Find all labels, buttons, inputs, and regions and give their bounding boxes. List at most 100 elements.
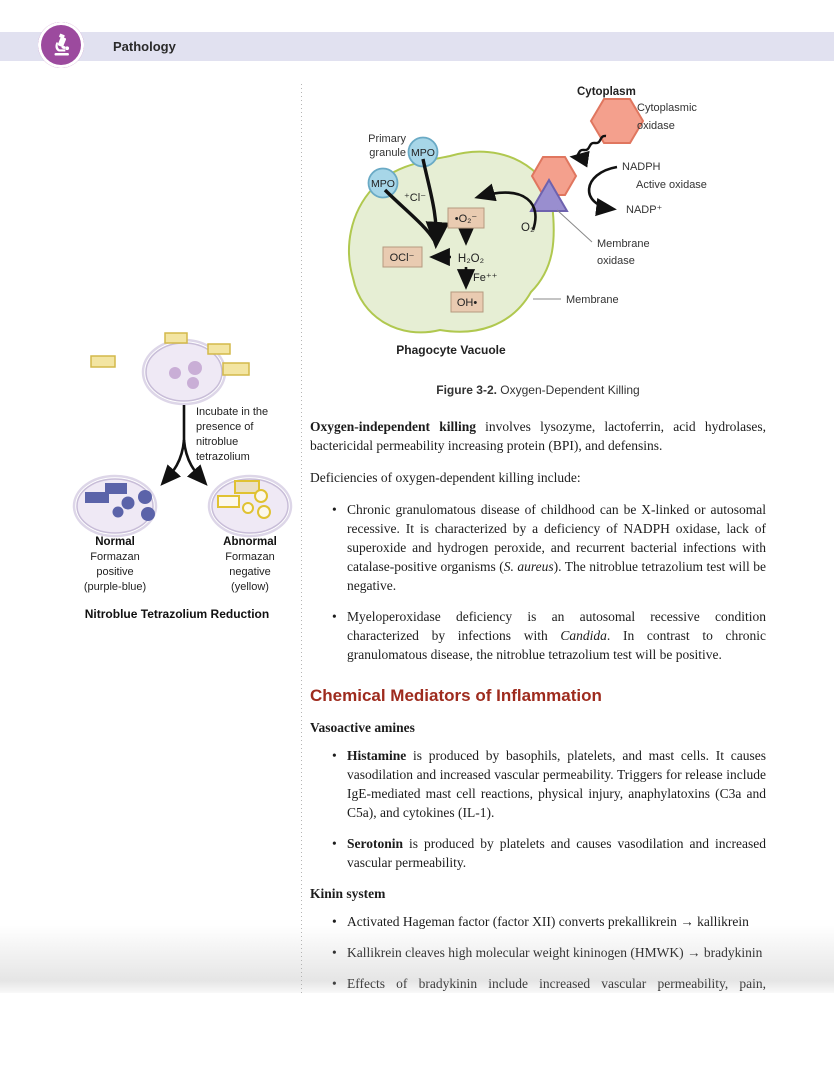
text-segment: Myeloperoxidase deficiency is an autosom… [347,609,766,643]
microscope-icon [38,22,84,68]
hydroxyl-box [450,291,484,313]
formazan-deposit [112,506,124,518]
incubate-label: tetrazolium [196,451,250,463]
paragraph: Deficiencies of oxygen-dependent killing… [310,468,766,487]
figure-title: Oxygen-Dependent Killing [500,383,640,397]
text-segment: ). The nitroblue tetrazolium test will b… [347,559,766,593]
tetrazolium-particle [207,343,231,355]
tetrazolium-particle [164,332,188,344]
figure-number: Figure 3-2. [436,383,497,397]
chapter-header-band [0,32,834,61]
formazan-deposit [138,490,152,504]
hypochlorite-label: OCl⁻ [390,252,415,264]
membrane-oxidase-label: Membrane [597,238,650,250]
abnormal-result-label: Formazan [225,551,275,563]
phagocyte-vacuole-label: Phagocyte Vacuole [396,343,506,357]
h2o2-label: H₂O₂ [458,253,484,265]
mpo-label: MPO [411,147,435,159]
unreduced-particle [217,495,240,508]
iron-label: Fe⁺⁺ [473,272,498,284]
text-segment: Oxygen-independent killing [310,419,476,434]
list-item: Myeloperoxidase deficiency is an autosom… [310,607,766,664]
normal-result-label: positive [96,566,133,578]
text-segment: Deficiencies of oxygen-dependent killing… [310,470,581,485]
subheading-vasoactive-amines: Vasoactive amines [310,720,415,735]
text-segment: Chronic granulomatous disease of childho… [347,502,766,574]
list-item: Chronic granulomatous disease of childho… [310,500,766,595]
membrane-oxidase-label: oxidase [597,255,635,267]
text-segment: . In contrast to chronic granulomatous d… [347,628,766,662]
incubate-label: Incubate in the [196,406,268,418]
unreduced-particle [257,505,271,519]
list-item: Kallikrein cleaves high molecular weight… [310,943,766,962]
nadp-label: NADP⁺ [626,204,663,216]
cell-granule [188,361,202,375]
cytoplasmic-oxidase-label: Cytoplasmic [637,102,697,114]
incubate-label: presence of [196,421,254,433]
mpo-label: MPO [371,178,395,190]
unreduced-particle [242,502,254,514]
paragraph: Oxygen-independent killing involves lyso… [310,417,766,455]
list-item: Serotonin is produced by platelets and c… [310,834,766,872]
cytoplasm-label: Cytoplasm [577,86,636,98]
primary-granule-label: Primary [368,133,406,145]
tetrazolium-particle [90,355,116,368]
active-oxidase-label: Active oxidase [636,179,707,191]
deficiency-list: Chronic granulomatous disease of childho… [310,500,766,664]
cell-granule [187,377,199,389]
figure-caption: Figure 3-2. Oxygen-Dependent Killing [310,383,766,397]
hydroxyl-label: OH• [457,297,478,309]
formazan-deposit [85,492,109,503]
formazan-deposit [105,483,127,494]
section-heading: Chemical Mediators of Inflammation [310,686,602,705]
abnormal-result-label: negative [229,566,271,578]
nitroblue-tetrazolium-diagram: Incubate in the presence of nitroblue te… [72,332,293,621]
text-segment: Histamine [347,748,407,763]
column-divider [301,84,302,993]
chapter-title: Pathology [113,39,176,54]
hypochlorite-box [382,246,423,268]
tetrazolium-particle [222,362,250,376]
primary-granule-label: granule [369,147,406,159]
membrane-oxidase-hexagon [530,156,578,196]
mpo-granule [367,167,399,199]
chloride-label: ⁺Cl⁻ [404,192,426,204]
formazan-deposit [121,496,135,510]
cell-outline [72,474,158,538]
text-segment: is produced by platelets and causes vaso… [347,836,766,870]
footer: «ستابوک فروشگاه اینترنتی کتاب فروشگاه کت… [0,993,834,1080]
incubate-label: nitroblue [196,436,238,448]
unreduced-particle [234,480,260,494]
cytoplasmic-oxidase-label: oxidase [637,120,675,132]
superoxide-label: •O₂⁻ [455,213,478,225]
nbt-diagram-title: Nitroblue Tetrazolium Reduction [85,607,269,621]
abnormal-label: Abnormal [223,536,277,548]
cell-outline [207,474,293,538]
formazan-deposit [141,507,155,521]
text-segment: is produced by basophils, platelets, and… [347,748,766,820]
main-text-column: Figure 3-2. Oxygen-Dependent Killing Oxy… [310,383,766,1024]
text-segment: Candida [560,628,607,643]
list-item: Activated Hageman factor (factor XII) co… [310,912,766,931]
superoxide-box [447,207,485,229]
normal-label: Normal [95,536,135,548]
unreduced-particle [254,489,268,503]
o2-label: O₂ [521,222,534,234]
membrane-label: Membrane [566,294,619,306]
text-segment: Kallikrein cleaves high molecular weight… [347,945,763,960]
abnormal-result-label: (yellow) [231,581,269,593]
cytoplasmic-oxidase-hexagon [589,98,645,144]
microscope-glyph [54,33,70,56]
normal-result-label: Formazan [90,551,140,563]
cell-granule [169,367,181,379]
membrane-oxidase-triangle [529,178,569,212]
vasoactive-list: Histamine is produced by basophils, plat… [310,746,766,872]
normal-result-label: (purple-blue) [84,581,146,593]
subheading-kinin-system: Kinin system [310,886,386,901]
nadph-label: NADPH [622,161,661,173]
list-item: Histamine is produced by basophils, plat… [310,746,766,822]
text-segment: Serotonin [347,836,404,851]
text-segment: S. aureus [503,559,554,574]
oxygen-dependent-killing-diagram: Cytoplasm Cytoplasmic oxidase NADPH Acti… [348,86,707,357]
